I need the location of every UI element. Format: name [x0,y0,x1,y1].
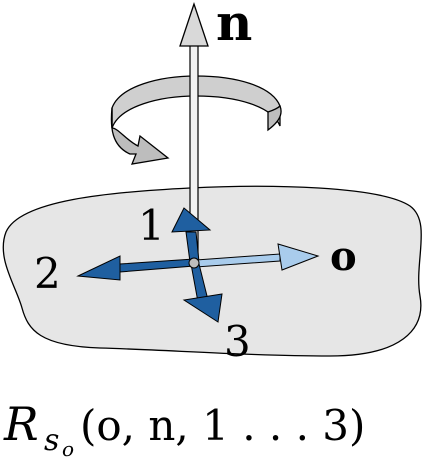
label-1: 1 [138,201,165,250]
label-2: 2 [34,249,61,298]
curved-rotation-arrow-icon [110,75,282,165]
caption-sub-subscript: o [62,437,74,458]
plane-surface [2,185,422,357]
caption-subscript: s [44,423,59,458]
axis-3-arrow [182,263,223,323]
up-arrow-icon [179,1,209,263]
axis-1-arrow [171,207,212,263]
origin-point [188,257,200,269]
caption-symbol: R [3,397,39,451]
label-n: n [216,0,252,52]
caption-formula: R s o (o, n, 1 . . . 3) [3,397,365,458]
caption-args: (o, n, 1 . . . 3) [80,401,365,450]
label-3: 3 [224,317,251,366]
label-o: o [330,233,357,280]
